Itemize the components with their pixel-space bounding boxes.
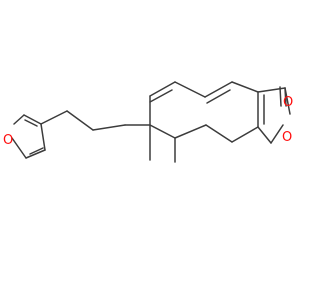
bond [205, 124, 233, 143]
bond [284, 87, 287, 107]
bonds [11, 81, 291, 163]
bond [40, 110, 68, 125]
bond [25, 149, 46, 159]
bond [257, 126, 272, 144]
bond [231, 81, 259, 93]
bond [149, 89, 173, 103]
bond [11, 137, 27, 159]
bond [231, 126, 259, 143]
bond [40, 123, 46, 151]
bond [24, 119, 38, 127]
bond [23, 114, 42, 125]
furan-oxygen-label: O [3, 133, 13, 148]
carbonyl-oxygen-label: O [283, 95, 293, 110]
bond [13, 114, 25, 125]
lactone-oxygen-label: O [282, 130, 292, 145]
bond [29, 147, 44, 155]
bond [279, 86, 282, 107]
structure-canvas: O O O [3, 81, 294, 163]
atom-labels: O O O [3, 95, 293, 148]
bond [174, 124, 207, 139]
molecule-drawing: O O O [3, 81, 293, 163]
bond [206, 89, 231, 104]
bond [270, 124, 284, 144]
bond [149, 124, 176, 139]
bond [204, 81, 233, 98]
bond [66, 110, 94, 131]
bond [174, 81, 206, 98]
bond [149, 81, 176, 97]
bond [92, 124, 126, 131]
